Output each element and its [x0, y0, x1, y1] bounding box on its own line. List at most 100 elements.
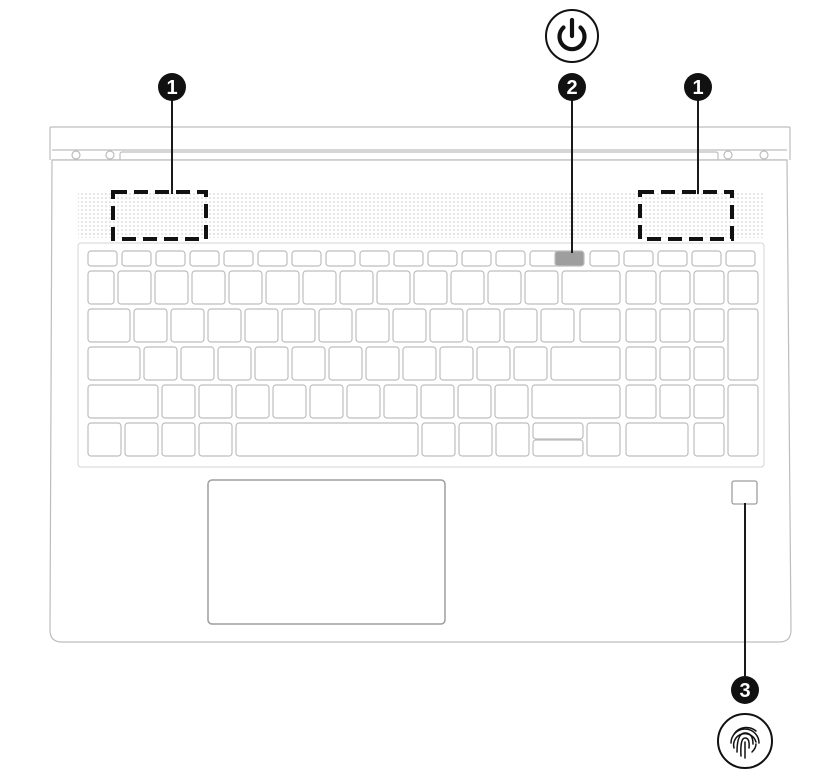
keyboard-key — [727, 270, 759, 305]
keyboard-key — [121, 250, 152, 267]
keyboard-key — [302, 270, 337, 305]
keyboard-key — [495, 250, 526, 267]
callout-marker: 1 — [684, 73, 712, 101]
speaker-grille — [78, 193, 764, 238]
keyboard-key — [207, 308, 242, 343]
keyboard-key — [376, 270, 411, 305]
keyboard-key — [309, 384, 344, 419]
keyboard-key — [87, 422, 122, 457]
keyboard-key — [693, 422, 725, 457]
keyboard-key — [532, 422, 584, 440]
keyboard-key — [586, 422, 621, 457]
keyboard-key — [503, 308, 538, 343]
keyboard-key — [198, 422, 233, 457]
callout-number: 1 — [166, 77, 177, 99]
keyboard-key — [513, 346, 548, 381]
keyboard-key — [217, 346, 252, 381]
keyboard-key — [625, 346, 657, 381]
fingerprint-icon — [717, 713, 773, 769]
keyboard-key — [235, 384, 270, 419]
keyboard-key — [87, 250, 118, 267]
callout-number: 1 — [692, 77, 703, 99]
keyboard-key — [359, 250, 390, 267]
keyboard-key — [625, 384, 657, 419]
keyboard-key — [427, 250, 458, 267]
keyboard-key — [657, 250, 688, 267]
keyboard-key — [550, 346, 621, 381]
keyboard-key — [693, 384, 725, 419]
keyboard-key — [659, 308, 691, 343]
keyboard-key — [189, 250, 220, 267]
keyboard-key — [117, 270, 152, 305]
keyboard-key — [154, 270, 189, 305]
keyboard-key — [223, 250, 254, 267]
touchpad — [207, 479, 446, 625]
keyboard-key — [476, 346, 511, 381]
keyboard-key — [524, 270, 559, 305]
keyboard-key — [579, 308, 621, 343]
keyboard-key — [235, 422, 419, 457]
leader-lines — [171, 100, 746, 676]
keyboard-key — [170, 308, 205, 343]
keyboard-key — [133, 308, 168, 343]
keyboard-key — [392, 308, 427, 343]
callout-marker: 2 — [558, 73, 586, 101]
power-button — [554, 250, 585, 267]
keyboard-key — [727, 384, 759, 457]
keyboard-key — [625, 308, 657, 343]
keyboard-key — [325, 250, 356, 267]
keyboard-key — [429, 308, 464, 343]
keyboard-key — [318, 308, 353, 343]
keyboard-key — [155, 250, 186, 267]
keyboard-key — [725, 250, 756, 267]
keyboard-key — [191, 270, 226, 305]
keyboard-key — [291, 250, 322, 267]
keyboard-key — [291, 346, 326, 381]
keyboard-key — [265, 270, 300, 305]
keyboard-key — [727, 308, 759, 381]
callout-number: 2 — [566, 77, 577, 99]
keyboard-key — [561, 270, 621, 305]
keyboard-key — [339, 270, 374, 305]
keyboard-key — [87, 346, 141, 381]
keyboard-key — [413, 270, 448, 305]
keyboard-key — [257, 250, 288, 267]
keyboard-key — [693, 346, 725, 381]
keyboard-key — [531, 384, 621, 419]
keyboard-key — [421, 422, 456, 457]
keyboard-key — [457, 384, 492, 419]
power-icon — [545, 9, 599, 63]
keyboard-key — [365, 346, 400, 381]
keyboard-key — [625, 422, 689, 457]
keyboard-key — [450, 270, 485, 305]
keyboard-key — [254, 346, 289, 381]
keyboard-key — [693, 308, 725, 343]
keyboard-key — [87, 308, 131, 343]
keyboard-key — [355, 308, 390, 343]
keyboard-key — [466, 308, 501, 343]
keyboard-key — [272, 384, 307, 419]
keyboard-key — [244, 308, 279, 343]
keyboard-key — [87, 270, 115, 305]
keyboard-key — [228, 270, 263, 305]
keyboard-key — [198, 384, 233, 419]
keyboard-key — [495, 422, 530, 457]
keyboard-key — [402, 346, 437, 381]
keyboard-key — [383, 384, 418, 419]
keyboard-key — [439, 346, 474, 381]
keyboard-key — [458, 422, 493, 457]
keyboard-key — [659, 384, 691, 419]
keyboard-key — [161, 422, 196, 457]
keyboard-key — [281, 308, 316, 343]
keyboard-key — [540, 308, 575, 343]
keyboard-key — [124, 422, 159, 457]
keyboard-key — [346, 384, 381, 419]
keyboard-key — [589, 250, 620, 267]
callout-marker: 3 — [731, 676, 759, 704]
keyboard-key — [87, 384, 159, 419]
keyboard-key — [328, 346, 363, 381]
callout-number: 3 — [739, 680, 750, 702]
keyboard-key — [659, 346, 691, 381]
